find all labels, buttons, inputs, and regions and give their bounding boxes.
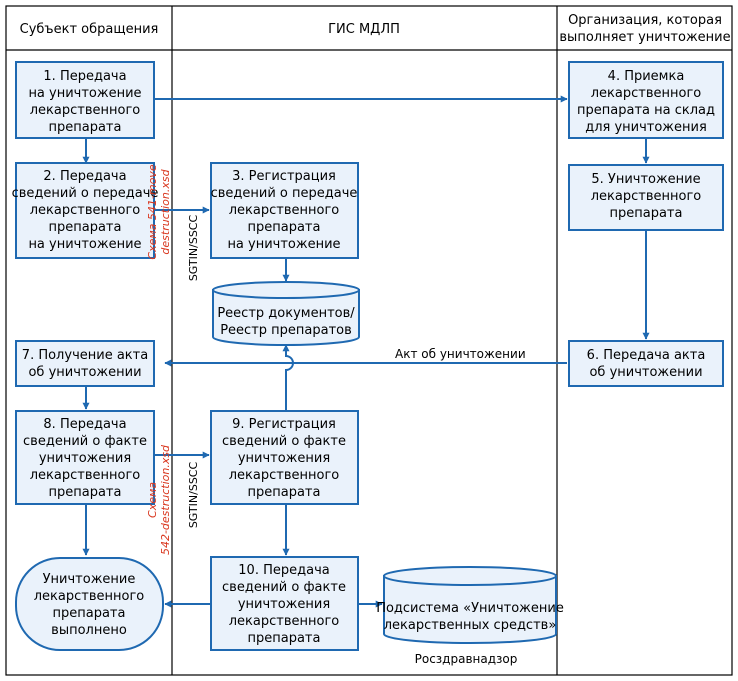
text-line: препарата (53, 606, 126, 621)
node-3: 3. Регистрация сведений о передаче лекарст… (210, 162, 359, 259)
text-line: 4. Приемка (608, 69, 685, 84)
text-line: на уничтожение (28, 237, 141, 252)
node-9: 9. Регистрация сведений о факте уничтожени… (210, 410, 359, 505)
node-5-label: 5. Уничтожение лекарственного препарата (591, 172, 702, 221)
text-line: лекарственного (591, 86, 702, 101)
registry-database: Реестр документов/Реестр препаратов (212, 281, 360, 346)
lane-title-gis: ГИС МДЛП (328, 22, 400, 37)
text-line: ГИС МДЛП (328, 22, 400, 37)
text-line: для уничтожения (585, 120, 707, 135)
text-line: Реестр документов/ (217, 306, 355, 321)
text-line: об уничтожении (589, 365, 702, 380)
text-line: 9. Регистрация (232, 417, 336, 432)
node-7: 7. Получение акта об уничтожении (15, 340, 155, 387)
node-6: 6. Передача акта об уничтожении (568, 340, 724, 387)
text-line: Организация, которая (568, 13, 722, 28)
text-line: лекарственного (30, 468, 141, 483)
schema-label-1-red: Схема 541-movedestruction.xsd (146, 164, 172, 259)
node-4: 4. Приемка лекарственного препарата на скл… (568, 61, 724, 139)
node-10: 10. Передача сведений о факте уничтожения л… (210, 556, 359, 651)
node-9-label: 9. Регистрация сведений о факте уничтожени… (222, 417, 346, 500)
schema-label-2-black: SGTIN/SSCC (187, 462, 200, 529)
text-line: сведений о передаче (211, 186, 358, 201)
node-4-label: 4. Приемка лекарственного препарата на скл… (577, 69, 715, 135)
lane-title-org: Организация, которая выполняет уничтожени… (559, 13, 730, 45)
text-line: destruction.xsd (159, 168, 172, 254)
node-8-label: 8. Передача сведений о факте уничтожения ле… (23, 417, 147, 500)
schema-label-2-red: Схема542-destruction.xsd (146, 444, 172, 555)
text-line: уничтожения (238, 451, 330, 466)
node-6-label: 6. Передача акта об уничтожении (587, 348, 706, 380)
registry-label: Реестр документов/Реестр препаратов (217, 306, 355, 338)
text-line: выполняет уничтожение (559, 30, 730, 45)
text-line: лекарственного (229, 614, 340, 629)
lane-title-subject: Субъект обращения (20, 22, 159, 37)
text-line: на уничтожение (28, 86, 141, 101)
text-line: препарата (610, 206, 683, 221)
node-1: 1. Передача на уничтожение лекарственного п… (15, 61, 155, 139)
text-line: 8. Передача (43, 417, 126, 432)
text-line: препарата на склад (577, 103, 715, 118)
text-line: препарата (248, 220, 321, 235)
edges (82, 95, 650, 608)
text-line: Субъект обращения (20, 22, 159, 37)
node-8: 8. Передача сведений о факте уничтожения ле… (15, 410, 155, 505)
text-line: препарата (248, 631, 321, 646)
text-line: лекарственного (229, 468, 340, 483)
text-line: лекарственного (30, 103, 141, 118)
text-line: сведений о факте (222, 580, 346, 595)
text-line: препарата (248, 485, 321, 500)
edge-9-to-registry (282, 344, 294, 410)
node-10-label: 10. Передача сведений о факте уничтожения л… (222, 563, 346, 646)
text-line: сведений о передаче (12, 186, 159, 201)
text-line: лекарственного (34, 589, 145, 604)
text-line: лекарственных средств» (384, 618, 557, 633)
text-line: Схема (146, 482, 159, 518)
subsystem-database: Подсистема «Уничтожение лекарственных сре… (376, 566, 564, 644)
text-line: на уничтожение (227, 237, 340, 252)
text-line: сведений о факте (222, 434, 346, 449)
text-line: препарата (49, 485, 122, 500)
subsystem-label: Подсистема «Уничтожение лекарственных сре… (376, 601, 564, 633)
text-line: 7. Получение акта (22, 348, 148, 363)
text-line: лекарственного (30, 203, 141, 218)
node-7-label: 7. Получение акта об уничтожении (22, 348, 148, 380)
text-line: Реестр препаратов (220, 323, 352, 338)
text-line: лекарственного (229, 203, 340, 218)
text-line: Схема 541-move (146, 164, 159, 259)
text-line: 1. Передача (43, 69, 126, 84)
text-line: 2. Передача (43, 169, 126, 184)
text-line: выполнено (51, 623, 127, 638)
text-line: препарата (49, 120, 122, 135)
schema-label-1-black: SGTIN/SSCC (187, 215, 200, 282)
text-line: уничтожения (238, 597, 330, 612)
text-line: 6. Передача акта (587, 348, 706, 363)
node-2-label: 2. Передача сведений о передаче лекарствен… (12, 169, 159, 252)
text-line: Подсистема «Уничтожение (376, 601, 564, 616)
final-terminator: Уничтожение лекарственного препарата выполн… (15, 557, 164, 651)
roszdravnadzor-label: Росздравнадзор (415, 652, 518, 666)
text-line: об уничтожении (28, 365, 141, 380)
text-line: 542-destruction.xsd (159, 444, 172, 555)
text-line: Уничтожение (43, 572, 136, 587)
text-line: 10. Передача (238, 563, 329, 578)
node-1-label: 1. Передача на уничтожение лекарственного п… (28, 69, 141, 135)
node-2: 2. Передача сведений о передаче лекарствен… (12, 162, 159, 259)
text-line: уничтожения (39, 451, 131, 466)
text-line: препарата (49, 220, 122, 235)
swimlane-frame (5, 5, 733, 676)
node-3-label: 3. Регистрация сведений о передаче лекарст… (211, 169, 358, 252)
text-line: 5. Уничтожение (591, 172, 700, 187)
text-line: 3. Регистрация (232, 169, 336, 184)
act-edge-label: Акт об уничтожении (395, 347, 526, 361)
final-terminator-label: Уничтожение лекарственного препарата выполн… (34, 572, 145, 638)
text-line: сведений о факте (23, 434, 147, 449)
node-5: 5. Уничтожение лекарственного препарата (568, 164, 724, 231)
text-line: лекарственного (591, 189, 702, 204)
